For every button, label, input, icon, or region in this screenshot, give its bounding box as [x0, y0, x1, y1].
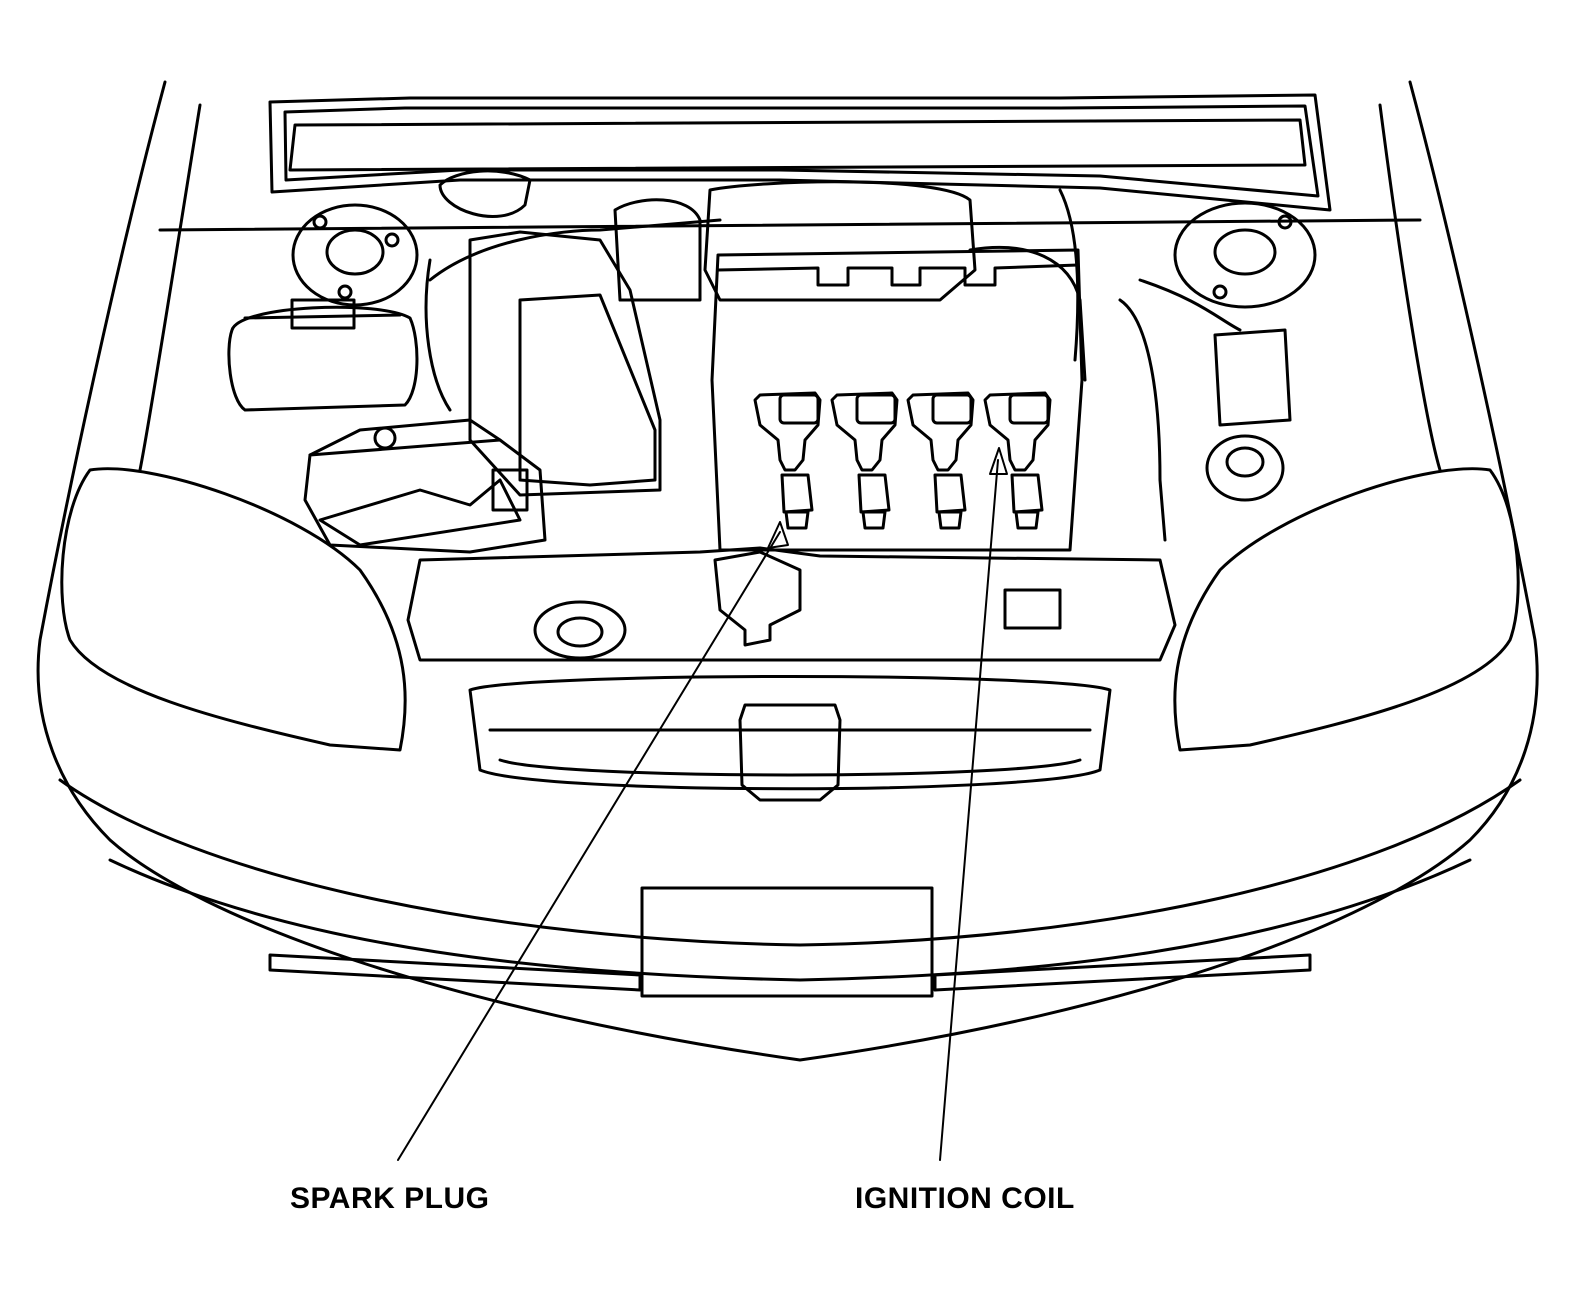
battery-body [303, 438, 547, 554]
hood-latch [713, 550, 802, 647]
fuse-box-lid [243, 313, 402, 320]
ignition-coil-arrowhead [989, 447, 1008, 475]
ignition-coil-1 [753, 391, 822, 530]
hood-rear-line [158, 218, 1422, 232]
hood-outer [268, 93, 1332, 212]
grille-lower [498, 758, 1082, 777]
hose-right-2 [1058, 188, 1080, 362]
hose-right-4 [1138, 278, 1242, 332]
strut-tower-left [291, 203, 419, 307]
bumper-line-upper [58, 778, 1522, 947]
support-tab [1003, 588, 1062, 630]
battery-terminal [373, 426, 397, 450]
brake-reservoir [1213, 328, 1292, 427]
fuse-box-tab [290, 298, 356, 330]
bolt-1 [312, 214, 328, 230]
ignition-coil-3 [906, 391, 975, 530]
throttle-body [613, 198, 702, 302]
fuse-box [227, 305, 419, 412]
strut-tower-right [1173, 201, 1317, 309]
spark-plug-arrowhead [767, 521, 789, 549]
ignition-coil-leader [939, 459, 999, 1161]
car-body-outline [36, 80, 1539, 1062]
callout-leaders [397, 447, 1008, 1161]
intake-manifold [703, 180, 977, 302]
honda-emblem [738, 703, 842, 802]
ignition-coil-label: IGNITION COIL [855, 1182, 1075, 1215]
hose-left [424, 258, 452, 412]
bumper-line-lower [108, 858, 1472, 982]
hose-right-3 [1118, 298, 1167, 542]
headlight-left [60, 467, 407, 752]
ignition-coil-4 [983, 391, 1052, 530]
car-front-outline [36, 80, 1539, 1062]
brake-cap-inner [1225, 446, 1265, 478]
hose-upper [428, 218, 722, 282]
fender-left-inner [138, 103, 202, 472]
spark-plug-label: SPARK PLUG [290, 1182, 490, 1215]
grille-outer [468, 675, 1112, 791]
lower-vent-right [933, 953, 1312, 992]
battery-connector [491, 468, 529, 512]
valve-cover [710, 248, 1084, 552]
spark-plug-leader [397, 531, 781, 1161]
bolt-4 [1212, 284, 1228, 300]
battery-clamp [318, 478, 522, 547]
air-intake-pipe [438, 169, 532, 218]
fender-right-inner [1378, 103, 1442, 472]
brake-cap [1205, 434, 1285, 502]
radiator-support [406, 546, 1177, 662]
radiator-cap-inner [556, 616, 604, 648]
battery-top [308, 418, 502, 457]
strut-cap-left [325, 228, 385, 276]
hood-inner [283, 104, 1320, 198]
hood-panel [288, 118, 1307, 172]
lower-vent [268, 953, 642, 992]
air-intake-body [468, 230, 662, 497]
headlight-right [1173, 467, 1520, 752]
strut-cap-right [1213, 228, 1277, 276]
valve-cover-ridge [716, 263, 1080, 287]
bolt-5 [1277, 214, 1293, 230]
air-intake-box [518, 293, 657, 487]
bolt-2 [384, 232, 400, 248]
radiator-cap [533, 600, 627, 660]
license-plate [640, 886, 934, 998]
ignition-coil-2 [830, 391, 899, 530]
bolt-3 [337, 284, 353, 300]
